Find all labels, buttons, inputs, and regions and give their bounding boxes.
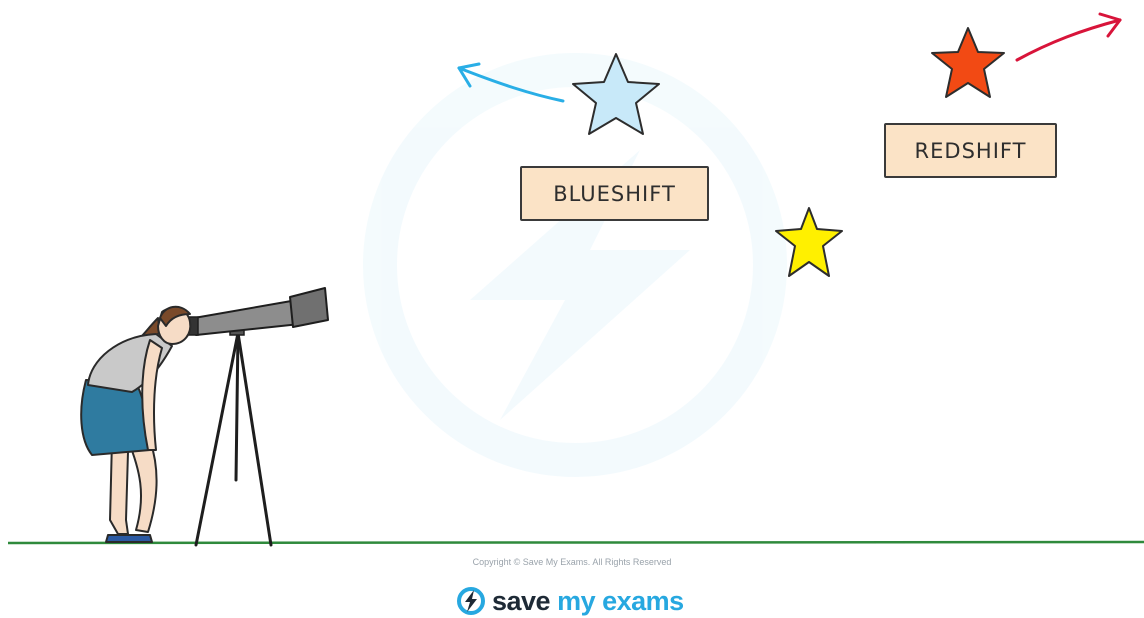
ground-line [8,542,1144,543]
brand-word-exams: exams [602,586,684,617]
redshift-star-icon [932,28,1004,97]
redshift-label: REDSHIFT [884,123,1057,178]
watermark [380,70,770,460]
observer-figure [81,307,190,542]
redshift-label-text: REDSHIFT [915,139,1027,163]
brand-word-save: save [492,586,550,617]
blueshift-label-text: BLUESHIFT [553,182,676,206]
telescope-icon [189,288,328,545]
brand-word-my: my [557,586,595,617]
redshift-arrow-icon [1017,14,1120,60]
copyright-notice: Copyright © Save My Exams. All Rights Re… [0,557,1144,567]
brand-logo-icon [456,586,486,616]
brand-logo: save my exams [456,584,684,618]
blueshift-label: BLUESHIFT [520,166,709,221]
